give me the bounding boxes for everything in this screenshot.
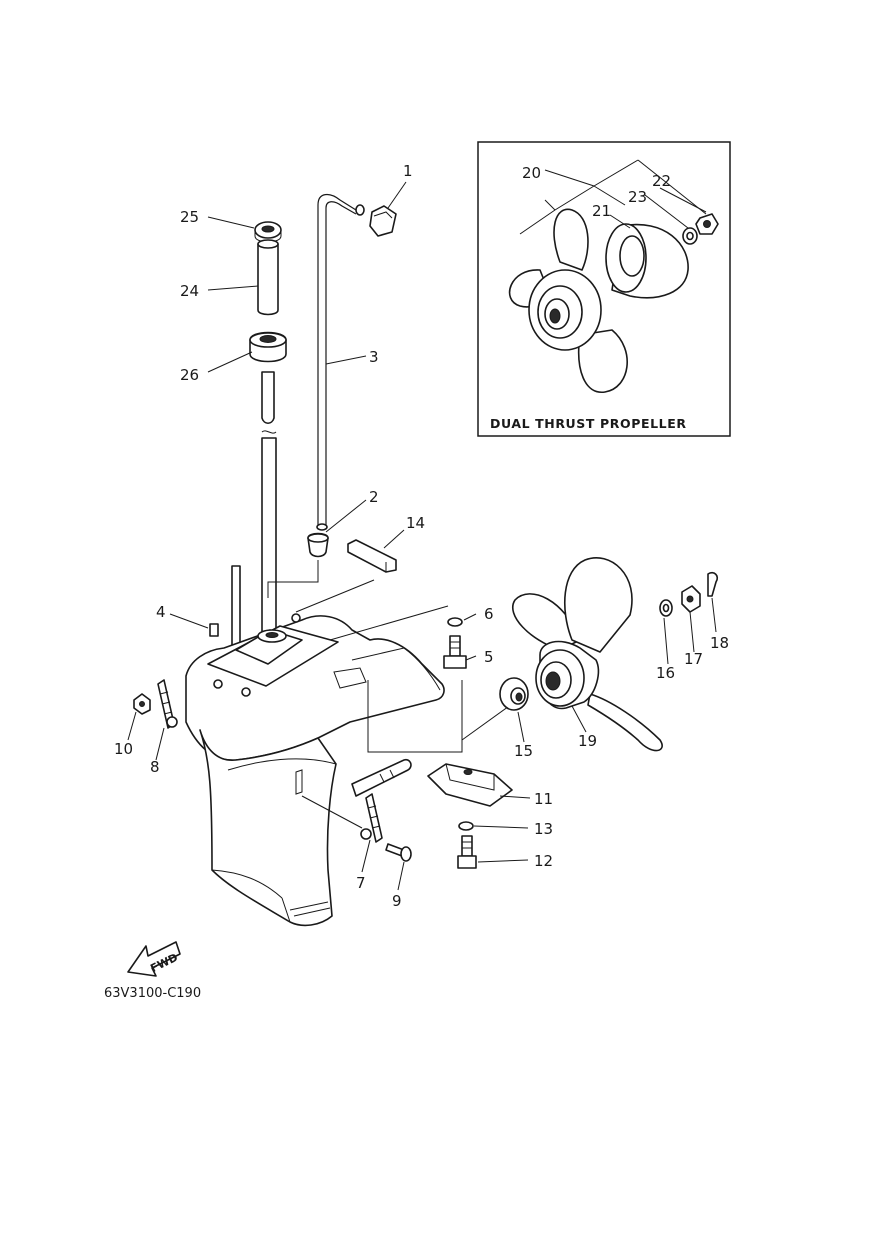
- inset-frame: [477, 141, 731, 437]
- dowel-pin-part-4: [209, 623, 219, 637]
- seal-part-14: [347, 539, 397, 573]
- anode-part-11: [427, 763, 513, 807]
- trim-tab-part-7: [360, 793, 383, 843]
- callout-20: 20: [522, 164, 541, 182]
- callout-5: 5: [484, 648, 494, 666]
- bolt-part-5: [443, 635, 467, 669]
- callout-22: 22: [652, 172, 671, 190]
- callout-24: 24: [180, 282, 199, 300]
- callout-14: 14: [406, 514, 425, 532]
- bolt-part-12: [457, 835, 477, 869]
- thrust-spacer-part-15: [499, 677, 529, 711]
- callout-19: 19: [578, 732, 597, 750]
- washer-part-6: [447, 617, 463, 627]
- forward-arrow-icon: FWD: [127, 941, 181, 977]
- grommet-part-1: [369, 205, 397, 237]
- callout-23: 23: [628, 188, 647, 206]
- assembly-guide-lines: [267, 560, 513, 829]
- callout-4: 4: [156, 603, 166, 621]
- callout-1: 1: [403, 162, 413, 180]
- nut-part-17: [681, 585, 701, 613]
- inset-propeller-part-20: [508, 208, 628, 393]
- callout-8: 8: [150, 758, 160, 776]
- callout-2: 2: [369, 488, 379, 506]
- bracket-part-8: [157, 679, 178, 729]
- callout-21: 21: [592, 202, 611, 220]
- propeller-part-19: [512, 557, 663, 752]
- seal-part-25: [254, 221, 282, 243]
- washer-part-13: [458, 821, 474, 831]
- grommet-part-2: [307, 532, 329, 558]
- inset-caption: DUAL THRUST PROPELLER: [490, 416, 687, 431]
- drive-shaft: [261, 371, 277, 633]
- sleeve-part-24: [257, 239, 279, 316]
- callout-16: 16: [656, 664, 675, 682]
- callout-12: 12: [534, 852, 553, 870]
- collar-part-26: [249, 331, 287, 363]
- diagram-part-code: 63V3100-C190: [104, 986, 202, 1001]
- callout-11: 11: [534, 790, 553, 808]
- callout-10: 10: [114, 740, 133, 758]
- callout-15: 15: [514, 742, 533, 760]
- cotter-pin-part-18: [707, 571, 719, 597]
- callout-26: 26: [180, 366, 199, 384]
- stud-bolt: [231, 565, 241, 651]
- callout-25: 25: [180, 208, 199, 226]
- callout-17: 17: [684, 650, 703, 668]
- callout-3: 3: [369, 348, 379, 366]
- callout-7: 7: [356, 874, 366, 892]
- lower-unit-housing: [185, 613, 445, 927]
- callout-leader-lines: [127, 181, 717, 891]
- callout-labels: 1 2 3 4 5 6 7 8 9 10 11 12 13 14 15 16 1…: [114, 162, 729, 910]
- water-tube-part-3: [316, 194, 365, 531]
- callout-18: 18: [710, 634, 729, 652]
- callout-9: 9: [392, 892, 402, 910]
- callout-6: 6: [484, 605, 494, 623]
- nut-part-10: [133, 693, 151, 715]
- callout-13: 13: [534, 820, 553, 838]
- dual-thrust-propeller-inset: [477, 141, 731, 437]
- inset-spacer-part-21: [605, 223, 689, 299]
- screw-part-9: [385, 843, 412, 862]
